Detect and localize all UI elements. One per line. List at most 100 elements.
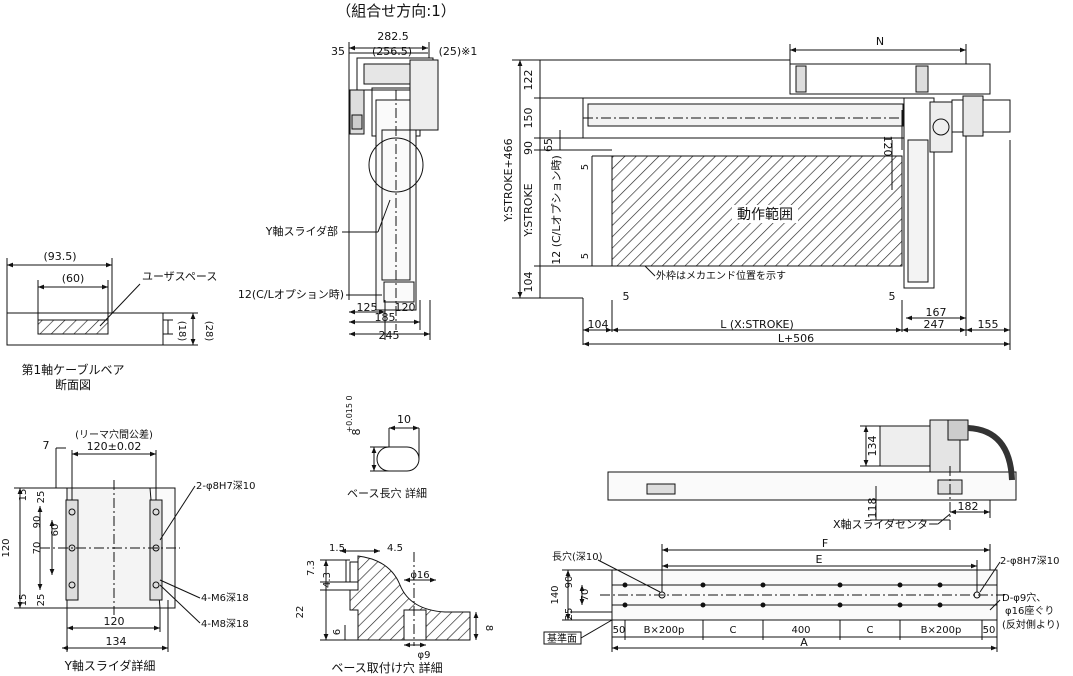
dim-50-left: 50 xyxy=(613,625,626,636)
dim-400: 400 xyxy=(791,625,810,636)
dim-a: A xyxy=(800,636,808,649)
dim-247: 247 xyxy=(924,318,945,331)
dim-7-3: 7.3 xyxy=(306,560,317,576)
dim-282-5: 282.5 xyxy=(377,30,409,43)
dim-150: 150 xyxy=(522,108,535,129)
cable-section-labels: (93.5) (60) (18) (28) ユーザスペース 第1軸ケーブルベア … xyxy=(22,250,218,392)
dim-f: F xyxy=(822,537,828,550)
user-space-label: ユーザスペース xyxy=(142,270,217,283)
note-phi16-counterbore: φ16座ぐり xyxy=(1005,604,1054,617)
note-2-phi8h7: 2-φ8H7深10 xyxy=(196,480,256,492)
dim-25-base: 25 xyxy=(564,608,575,621)
base-view-labels: F E 140 90 70 25 50 B×200p C 400 C B×200… xyxy=(547,537,1060,649)
dim-b200p-left: B×200p xyxy=(644,625,685,636)
note-4-m8: 4-M8深18 xyxy=(201,618,249,630)
dim-4-3: 4.3 xyxy=(322,572,333,588)
dim-185: 185 xyxy=(375,311,396,324)
dim-25-bottom: 25 xyxy=(36,594,47,607)
dim-70-ys: 70 xyxy=(32,542,43,555)
note-d-phi9: D-φ9穴、 xyxy=(1002,591,1046,604)
dim-cl-option-12: 12 (C/Lオプション時) xyxy=(550,155,563,265)
dim-15-top: 15 xyxy=(18,489,29,502)
dim-y-stroke-466: Y:STROKE+466 xyxy=(502,138,515,222)
dim-phi16: φ16 xyxy=(410,570,429,581)
dim-120-tol: 120±0.02 xyxy=(87,440,142,453)
dim-5-bottom-right: 5 xyxy=(889,290,896,303)
dim-104-left: 104 xyxy=(522,272,535,293)
mount-hole-detail xyxy=(320,548,479,648)
dim-122: 122 xyxy=(522,70,535,91)
side-view-labels: 134 118 182 X軸スライダセンター xyxy=(833,436,979,532)
dim-90-ys: 90 xyxy=(32,516,43,529)
dim-35: 35 xyxy=(331,45,345,58)
datum-label: 基準面 xyxy=(547,632,577,645)
dim-slot-10: 10 xyxy=(397,413,411,426)
dim-4-5: 4.5 xyxy=(387,543,403,554)
dim-28: (28) xyxy=(203,321,214,342)
y-slider-caption: Y軸スライダ詳細 xyxy=(64,658,156,673)
dim-e: E xyxy=(816,553,823,566)
dim-167: 167 xyxy=(926,306,947,319)
dim-5-upper: 5 xyxy=(580,164,591,170)
top-view xyxy=(342,42,439,340)
dim-134-bottom: 134 xyxy=(106,635,127,648)
dim-104-bottom: 104 xyxy=(588,318,609,331)
y-slider-detail xyxy=(14,447,201,652)
dim-slot-tolerance: +0.015 0 xyxy=(345,395,354,432)
slot-caption: ベース長穴 詳細 xyxy=(347,486,427,500)
mount-caption: ベース取付け穴 詳細 xyxy=(331,660,442,675)
dim-5-bottom-left: 5 xyxy=(623,290,630,303)
cable-caption-1: 第1軸ケーブルベア xyxy=(22,362,125,377)
note-4-m6: 4-M6深18 xyxy=(201,592,249,604)
dim-22: 22 xyxy=(295,606,306,619)
dim-60-ys: 60 xyxy=(50,524,61,537)
dim-l-506: L+506 xyxy=(778,332,814,345)
reamer-tolerance-label: (リーマ穴間公差) xyxy=(75,428,153,441)
dim-70-base: 70 xyxy=(580,589,591,602)
dim-256-5: (256.5) xyxy=(372,45,412,58)
dim-93-5: (93.5) xyxy=(43,250,76,263)
x-slider-center-label: X軸スライダセンター xyxy=(833,517,939,531)
dim-5-lower: 5 xyxy=(580,253,591,259)
cable-caption-2: 断面図 xyxy=(55,377,91,392)
slot-detail-labels: 10 8 +0.015 0 ベース長穴 詳細 xyxy=(345,395,427,500)
note-base-2-phi8h7: 2-φ8H7深10 xyxy=(1000,555,1060,567)
main-view-labels: N 122 150 90 65 Y:STROKE+466 Y:STROKE 12… xyxy=(502,35,999,345)
dim-120-top: 120 xyxy=(395,301,416,314)
dim-25-top: 25 xyxy=(36,491,47,504)
dim-65: 65 xyxy=(542,138,555,152)
base-view xyxy=(543,544,1005,652)
dim-182: 182 xyxy=(958,500,979,513)
dim-l-x-stroke: L (X:STROKE) xyxy=(720,318,794,331)
dim-6: 6 xyxy=(332,629,343,635)
operating-range-label: 動作範囲 xyxy=(737,206,793,223)
dim-15-bottom: 15 xyxy=(18,594,29,607)
top-view-labels: 282.5 35 (256.5) (25)※1 125 185 120 245 … xyxy=(238,30,478,342)
dim-140: 140 xyxy=(550,585,561,604)
area-label-bg xyxy=(732,205,798,223)
dim-155: 155 xyxy=(978,318,999,331)
dim-7: 7 xyxy=(43,439,50,452)
dim-25-note1: (25)※1 xyxy=(439,45,478,58)
note-slot-depth: 長穴(深10) xyxy=(552,550,603,563)
dim-50-right: 50 xyxy=(983,625,996,636)
dim-phi9: φ9 xyxy=(418,650,431,661)
dim-1-5: 1.5 xyxy=(329,543,345,554)
drawing-title: （組合せ方向:1） xyxy=(336,2,456,20)
mech-end-note: 外枠はメカエンド位置を示す xyxy=(656,269,786,282)
dim-y-stroke: Y:STROKE xyxy=(522,183,535,237)
dim-8-mount: 8 xyxy=(483,625,494,631)
label-cl-option: 12(C/Lオプション時) xyxy=(238,288,344,301)
dim-18: (18) xyxy=(176,321,187,342)
dim-slot-8: 8 xyxy=(350,429,363,436)
dim-245: 245 xyxy=(379,329,400,342)
dim-c-right: C xyxy=(867,625,874,636)
dim-120-ys: 120 xyxy=(1,538,12,557)
slot-detail xyxy=(370,425,420,472)
dim-120-right: 120 xyxy=(881,136,894,157)
main-view xyxy=(512,44,1011,350)
dim-90-base: 90 xyxy=(564,576,575,589)
dim-125: 125 xyxy=(357,301,378,314)
